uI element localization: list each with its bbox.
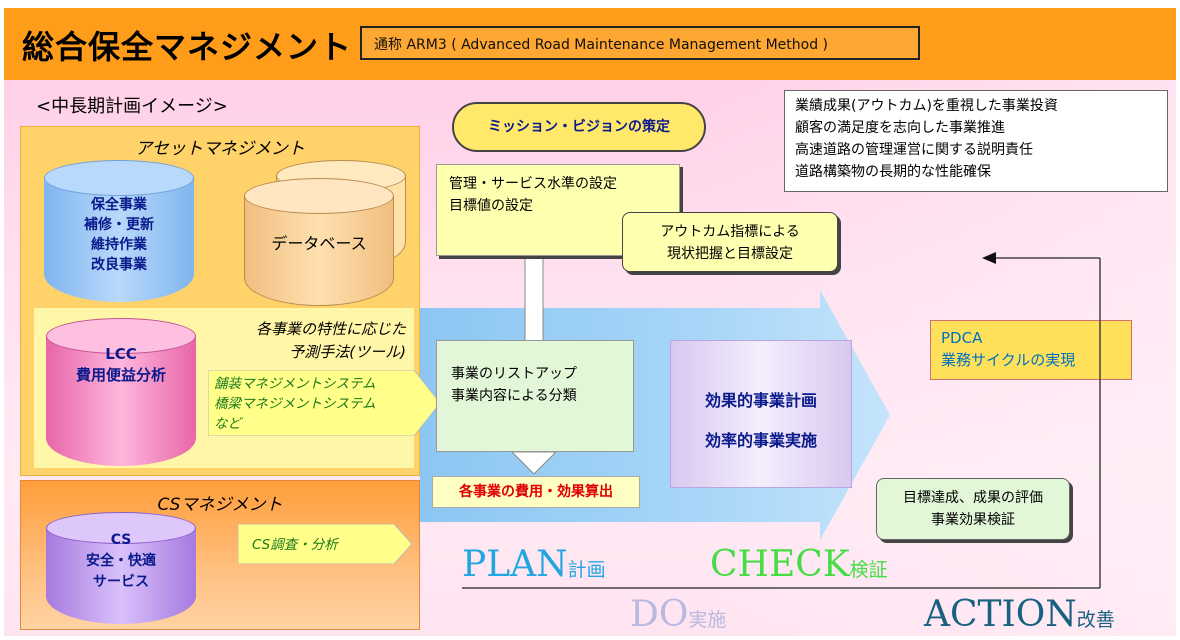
plan-jp: 計画 [567, 559, 606, 581]
cs-line: 安全・快適 [86, 553, 156, 569]
do-en: DO [630, 594, 689, 635]
cylinder-top [44, 160, 194, 196]
cylinder-body [46, 335, 196, 466]
outcome-setting-box: アウトカム指標による 現状把握と目標設定 [622, 212, 838, 272]
lcc-label: LCC 費用便益分析 [46, 344, 196, 386]
evaluation-line: 事業効果検証 [931, 512, 1015, 528]
plan-label: PLAN計画 [462, 544, 606, 585]
prediction-tool-text: 各事業の特性に応じた 予測手法(ツール) [206, 318, 406, 364]
listup-line: 事業内容による分類 [451, 388, 577, 404]
cost-effect-box: 各事業の費用・効果算出 [432, 476, 640, 508]
effective-plan-box: 効果的事業計画 効率的事業実施 [670, 340, 852, 488]
project-listup-box: 事業のリストアップ 事業内容による分類 [436, 340, 634, 452]
objective-item: 業績成果(アウトカム)を重視した事業投資 [795, 98, 1058, 114]
effective-line: 効果的事業計画 [704, 391, 817, 410]
subtitle-box: 通称 ARM3 ( Advanced Road Maintenance Mana… [360, 26, 920, 60]
do-jp: 実施 [688, 609, 727, 631]
pdca-box: PDCA 業務サイクルの実現 [930, 320, 1132, 380]
service-level-line: 目標値の設定 [449, 198, 533, 214]
systems-pentagon [208, 370, 440, 436]
cylinder-top [244, 178, 394, 214]
maintenance-items: 保全事業 補修・更新 維持作業 改良事業 [44, 195, 194, 275]
plan-en: PLAN [462, 544, 568, 585]
cs-label: CS 安全・快適 サービス [46, 530, 196, 593]
midterm-plan-label: <中長期計画イメージ> [36, 96, 228, 117]
objective-item: 道路構築物の長期的な性能確保 [795, 164, 991, 180]
cylinder-top [46, 318, 196, 354]
cs-survey-label: CS調査・分析 [252, 537, 338, 553]
action-en: ACTION [924, 594, 1077, 635]
database-cylinder [244, 178, 394, 306]
evaluation-line: 目標達成、成果の評価 [903, 490, 1043, 506]
pdca-line: 業務サイクルの実現 [941, 351, 1076, 369]
lcc-line: 費用便益分析 [75, 366, 166, 384]
outcome-setting-line: 現状把握と目標設定 [667, 246, 793, 262]
service-level-line: 管理・サービス水準の設定 [449, 176, 617, 192]
evaluation-box: 目標達成、成果の評価 事業効果検証 [876, 478, 1070, 540]
cs-line: サービス [93, 574, 149, 590]
outcome-objectives-box: 業績成果(アウトカム)を重視した事業投資 顧客の満足度を志向した事業推進 高速道… [784, 90, 1168, 192]
objective-item: 高速道路の管理運営に関する説明責任 [795, 142, 1033, 158]
action-jp: 改善 [1076, 609, 1115, 631]
do-label: DO実施 [630, 594, 726, 635]
outcome-setting-line: アウトカム指標による [660, 224, 800, 240]
check-label: CHECK検証 [710, 544, 888, 585]
pdca-line: PDCA [941, 329, 983, 347]
lcc-cylinder [46, 318, 196, 466]
lcc-line: LCC [105, 345, 137, 363]
maintenance-item: 維持作業 [91, 237, 147, 253]
system-line: 舗装マネジメントシステム [214, 376, 376, 392]
maintenance-item: 補修・更新 [84, 217, 154, 233]
cylinder-body [44, 177, 194, 302]
management-systems: 舗装マネジメントシステム 橋梁マネジメントシステム など [214, 374, 376, 434]
cs-cylinder [46, 512, 196, 624]
cs-survey-pentagon [238, 524, 412, 564]
maintenance-cylinder [44, 160, 194, 302]
cs-line: CS [110, 532, 132, 548]
effective-line: 効率的事業実施 [704, 431, 817, 450]
check-en: CHECK [710, 544, 850, 585]
cs-management-title: CSマネジメント [157, 495, 283, 515]
maintenance-item: 改良事業 [91, 257, 147, 273]
listup-line: 事業のリストアップ [451, 366, 577, 382]
database-label: データベース [271, 234, 367, 253]
check-jp: 検証 [849, 559, 888, 581]
objective-item: 顧客の満足度を志向した事業推進 [795, 120, 1005, 136]
action-label: ACTION改善 [924, 594, 1115, 635]
tool-line: 各事業の特性に応じた [255, 320, 406, 338]
system-line: 橋梁マネジメントシステム [214, 396, 376, 412]
tool-line: 予測手法(ツール) [289, 343, 406, 361]
maintenance-item: 保全事業 [91, 197, 147, 213]
system-line: など [214, 416, 241, 432]
service-level-box: 管理・サービス水準の設定 目標値の設定 [436, 164, 680, 256]
cylinder-top [46, 512, 196, 544]
asset-management-title: アセットマネジメント [135, 139, 305, 159]
mission-vision-box: ミッション・ビジョンの策定 [452, 102, 706, 152]
page-title: 総合保全マネジメント [22, 28, 353, 66]
